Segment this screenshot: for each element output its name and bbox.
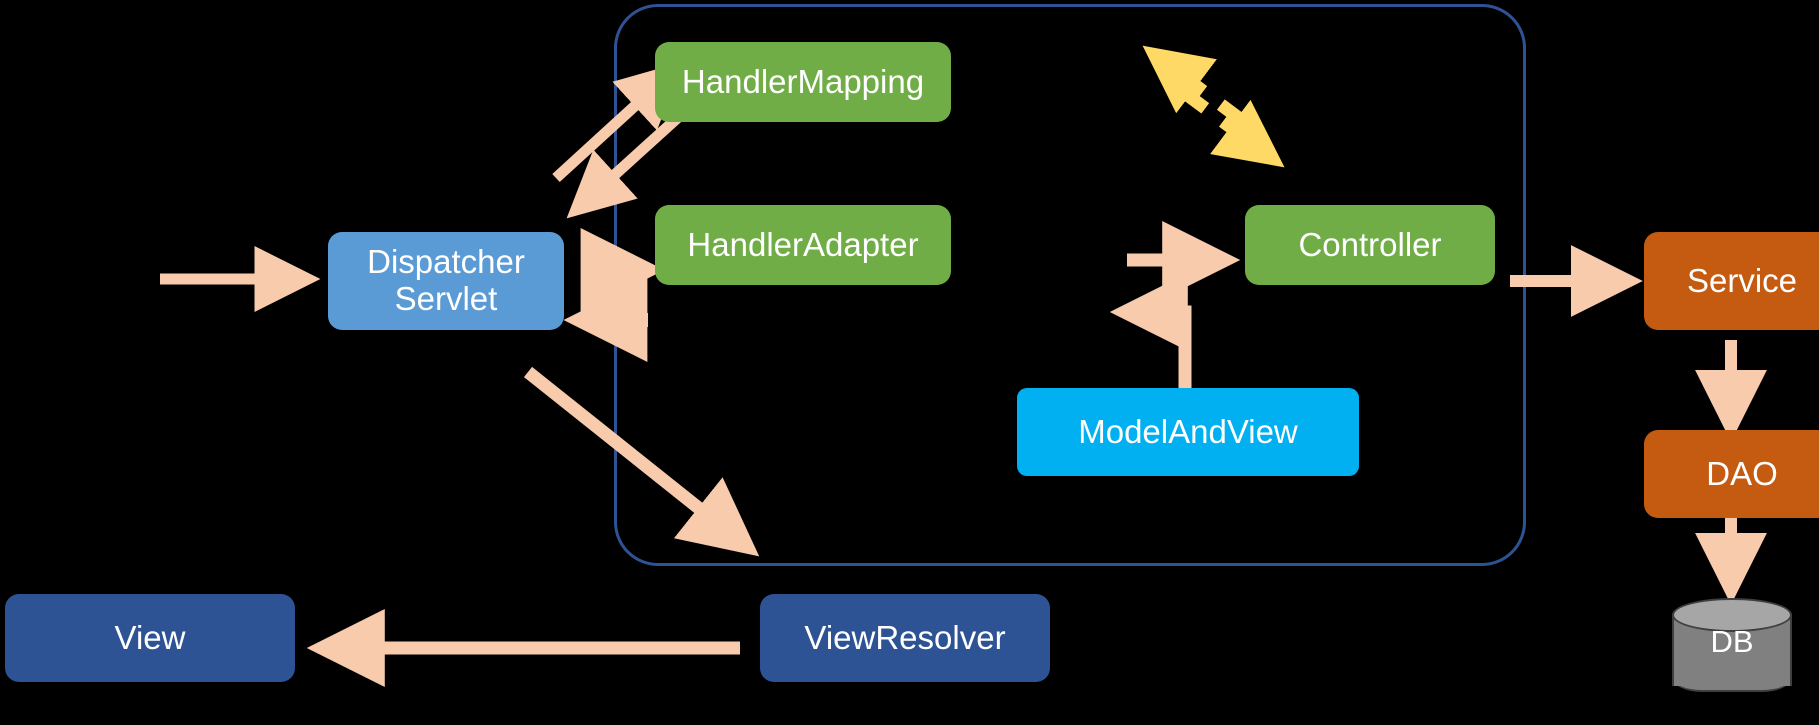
node-view-resolver[interactable]: ViewResolver	[760, 594, 1050, 682]
dispatcher-servlet-label: Dispatcher Servlet	[367, 243, 525, 317]
node-view[interactable]: View	[5, 594, 295, 682]
controller-label: Controller	[1298, 225, 1442, 263]
dao-label: DAO	[1706, 454, 1778, 492]
node-controller[interactable]: Controller	[1245, 205, 1495, 285]
node-dispatcher-servlet[interactable]: Dispatcher Servlet	[328, 232, 564, 330]
node-model-and-view[interactable]: ModelAndView	[1017, 388, 1359, 476]
database-cylinder-top	[1672, 598, 1792, 632]
handler-adapter-label: HandlerAdapter	[687, 225, 919, 263]
view-label: View	[114, 618, 186, 656]
node-service[interactable]: Service	[1644, 232, 1819, 330]
node-database[interactable]: DB	[1672, 598, 1792, 694]
handler-mapping-label: HandlerMapping	[681, 62, 925, 100]
node-dao[interactable]: DAO	[1644, 430, 1819, 518]
node-handler-mapping[interactable]: HandlerMapping	[655, 42, 951, 122]
model-and-view-label: ModelAndView	[1078, 412, 1298, 450]
node-handler-adapter[interactable]: HandlerAdapter	[655, 205, 951, 285]
view-resolver-label: ViewResolver	[804, 618, 1006, 656]
service-label: Service	[1686, 261, 1798, 299]
database-label: DB	[1710, 624, 1754, 659]
